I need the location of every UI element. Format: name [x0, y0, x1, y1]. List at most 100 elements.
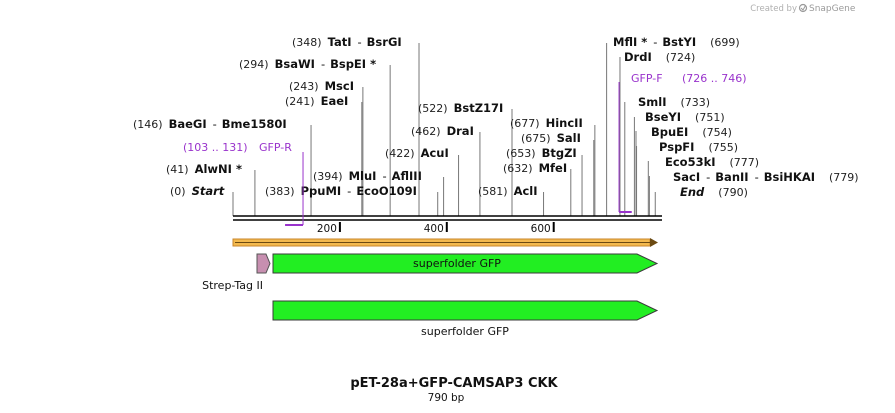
- site-name-alwni: AlwNI *: [195, 162, 242, 176]
- primer-name-gfp-r: GFP-R: [259, 141, 292, 154]
- site-pos-smli: (733): [681, 96, 711, 109]
- site-pos-start: (0): [170, 185, 186, 198]
- snapgene-logo-icon: [798, 3, 808, 13]
- site-separator: -: [706, 170, 710, 184]
- site-label-bsawi: (294) BsaWI-BspEI *: [239, 57, 376, 71]
- site-label-smli: SmlI (733): [638, 95, 710, 109]
- site-separator: -: [321, 57, 325, 71]
- site-name-bstyi: BstYI: [662, 35, 696, 49]
- superfolder-gfp-label: superfolder GFP: [413, 257, 501, 270]
- site-pos-acui: (422): [385, 147, 415, 160]
- site-name-bstz17i: BstZ17I: [454, 101, 504, 115]
- site-pos-bsawi: (294): [239, 58, 269, 71]
- site-label-eco53ki: Eco53kI (777): [665, 155, 759, 169]
- site-name-sali: SalI: [557, 131, 581, 145]
- site-pos-ppumi: (383): [265, 185, 295, 198]
- site-pos-eco53ki: (777): [730, 156, 760, 169]
- site-pos-end: (790): [718, 186, 748, 199]
- site-pos-btgzi: (653): [506, 147, 536, 160]
- strep-tag-ii-label: Strep-Tag II: [202, 279, 263, 292]
- site-pos-mlui: (394): [313, 170, 343, 183]
- strep-tag-ii-feature: Strep-Tag II: [202, 253, 271, 292]
- site-label-bpuei: BpuEI(754): [651, 125, 732, 139]
- axis-ticks: 200 400 600: [317, 222, 555, 235]
- credit-prefix: Created by: [750, 4, 797, 14]
- superfolder-gfp-translation: superfolder GFP: [272, 300, 659, 338]
- site-name-tati: TatI: [328, 35, 352, 49]
- site-name-start: Start: [192, 184, 225, 198]
- site-pos-baegi: (146): [133, 118, 163, 131]
- primer-gfp-f: GFP-F(726 .. 746): [618, 72, 747, 213]
- site-label-drdi: DrdI (724): [624, 50, 695, 64]
- site-pos-drai: (462): [411, 125, 441, 138]
- site-label-start: (0) Start: [170, 184, 225, 198]
- credit-brand: SnapGene: [809, 4, 856, 14]
- site-pos-eaei: (241): [285, 95, 315, 108]
- primer-range-gfp-r: (103 .. 131): [183, 141, 248, 154]
- site-label-bstz17i: (522)BstZ17I: [418, 101, 503, 115]
- orf-arrow: [232, 238, 658, 247]
- site-label-mfei: (632) MfeI: [503, 161, 567, 175]
- site-pos-pspfi: (755): [708, 141, 738, 154]
- primer-gfp-r: (103 .. 131) GFP-R: [183, 141, 304, 226]
- site-name-afliii: AflIII: [392, 169, 422, 183]
- site-name-mfli: MflI *: [613, 35, 647, 49]
- site-name-msci: MscI: [325, 79, 354, 93]
- superfolder-gfp-feature: superfolder GFP: [272, 253, 659, 274]
- site-name-mlui: MluI: [349, 169, 377, 183]
- site-label-drai: (462) DraI: [411, 124, 474, 138]
- site-name-bspei: BspEI *: [330, 57, 376, 71]
- site-label-tati: (348) TatI-BsrGI: [292, 35, 402, 49]
- site-name-drai: DraI: [447, 124, 474, 138]
- site-separator: -: [358, 35, 362, 49]
- site-label-mlui: (394) MluI-AflIII: [313, 169, 422, 183]
- site-labels: (0)Start(41)AlwNI *(146)BaeGI-Bme1580I(2…: [133, 35, 859, 199]
- site-name-eco53ki: Eco53kI: [665, 155, 716, 169]
- site-name-mfei: MfeI: [539, 161, 568, 175]
- axis-tick-label-200: 200: [317, 223, 337, 235]
- axis-tick-label-600: 600: [531, 223, 551, 235]
- site-label-sali: (675) SalI: [521, 131, 581, 145]
- site-label-saci: SacI-BanII-BsiHKAI(779): [673, 170, 859, 184]
- axis-tick-label-400: 400: [424, 223, 444, 235]
- site-separator: -: [755, 170, 759, 184]
- site-name-btgzi: BtgZI: [542, 146, 577, 160]
- site-name-bsrgi: BsrGI: [367, 35, 402, 49]
- site-separator: -: [213, 117, 217, 131]
- site-pos-saci: (779): [829, 171, 859, 184]
- site-label-pspfi: PspFI (755): [659, 140, 738, 154]
- primer-range-gfp-f: (726 .. 746): [682, 72, 747, 85]
- site-pos-alwni: (41): [166, 163, 189, 176]
- site-separator: -: [382, 169, 386, 183]
- map-title: pET-28a+GFP-CAMSAP3 CKK: [350, 376, 558, 391]
- site-pos-drdi: (724): [666, 51, 696, 64]
- superfolder-gfp-translation-label: superfolder GFP: [421, 325, 509, 338]
- site-label-mfli: MflI *-BstYI (699): [613, 35, 740, 49]
- site-name-bpuei: BpuEI: [651, 125, 688, 139]
- site-name-drdi: DrdI: [624, 50, 652, 64]
- site-name-acli: AclI: [514, 184, 538, 198]
- site-pos-mfli: (699): [710, 36, 740, 49]
- site-pos-mfei: (632): [503, 162, 533, 175]
- site-pos-acli: (581): [478, 185, 508, 198]
- site-name-bsawi: BsaWI: [275, 57, 315, 71]
- site-pos-msci: (243): [289, 80, 319, 93]
- site-pos-sali: (675): [521, 132, 551, 145]
- site-name-eaei: EaeI: [321, 94, 349, 108]
- sequence-backbone: [233, 215, 662, 221]
- site-pos-tati: (348): [292, 36, 322, 49]
- site-label-alwni: (41) AlwNI *: [166, 162, 242, 176]
- site-name-pspfi: PspFI: [659, 140, 694, 154]
- site-label-eaei: (241) EaeI: [285, 94, 348, 108]
- primers: (103 .. 131) GFP-R GFP-F(726 .. 746): [183, 72, 747, 226]
- site-label-end: End(790): [680, 185, 748, 199]
- site-name-baegi: BaeGI: [169, 117, 207, 131]
- site-separator: -: [653, 35, 657, 49]
- site-name-bsihkai: BsiHKAI: [764, 170, 815, 184]
- site-name-acui: AcuI: [421, 146, 449, 160]
- site-label-btgzi: (653) BtgZI: [506, 146, 577, 160]
- site-name-smli: SmlI: [638, 95, 667, 109]
- site-label-hincii: (677)HincII: [510, 116, 583, 130]
- site-label-msci: (243) MscI: [289, 79, 354, 93]
